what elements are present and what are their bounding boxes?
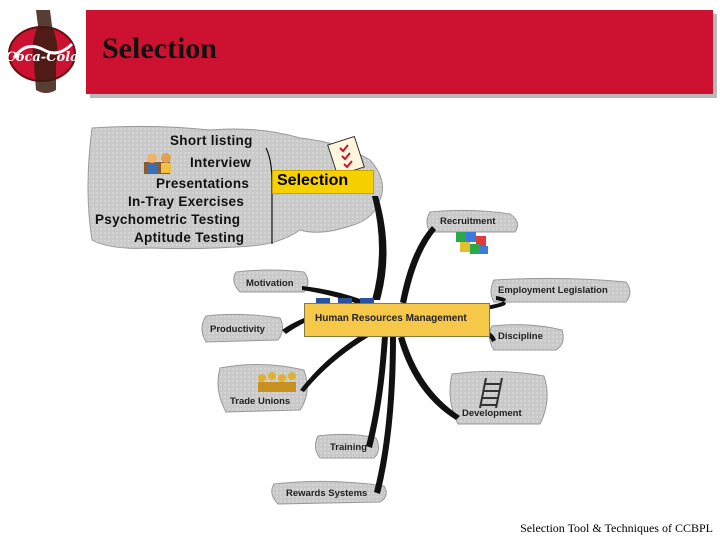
branch-discipline: Discipline <box>498 331 543 342</box>
item-aptitude-testing: Aptitude Testing <box>134 230 245 245</box>
title-bar: Selection <box>86 10 713 94</box>
productivity-cloud <box>201 313 284 343</box>
item-short-listing: Short listing <box>170 133 253 148</box>
hrm-center-node: Human Resources Management <box>304 303 490 337</box>
branch-rewards-systems: Rewards Systems <box>286 488 368 499</box>
puzzle-icon <box>456 232 488 254</box>
interview-people-icon <box>144 153 171 174</box>
item-interview: Interview <box>190 155 252 170</box>
item-presentations: Presentations <box>156 176 250 191</box>
item-psychometric-testing: Psychometric Testing <box>95 212 241 227</box>
selection-node: Selection <box>272 170 374 194</box>
branch-trade-unions: Trade Unions <box>230 396 291 407</box>
branch-employment-legislation: Employment Legislation <box>498 285 608 296</box>
selection-node-label: Selection <box>277 172 349 189</box>
branch-development: Development <box>462 408 522 419</box>
mind-map-connectors <box>282 196 506 494</box>
ladder-icon <box>479 377 503 409</box>
discipline-cloud <box>488 324 564 351</box>
branch-motivation: Motivation <box>246 278 294 289</box>
recruitment-cloud <box>426 209 519 233</box>
slide-footer: Selection Tool & Techniques of CCBPL <box>520 521 713 535</box>
employment-legislation-cloud <box>490 277 631 303</box>
branch-productivity: Productivity <box>210 324 265 335</box>
training-cloud <box>314 433 380 459</box>
rewards-systems-cloud <box>271 480 387 505</box>
hrm-center-label: Human Resources Management <box>315 313 467 324</box>
motivation-cloud <box>233 269 309 293</box>
branch-training: Training <box>330 442 367 453</box>
crowd-icon <box>258 372 296 392</box>
branch-recruitment: Recruitment <box>440 216 496 227</box>
logo-wordmark: Coca-Cola <box>6 50 79 65</box>
item-in-tray-exercises: In-Tray Exercises <box>128 194 245 209</box>
slide-title: Selection <box>102 32 217 65</box>
hrm-tabs <box>316 298 374 304</box>
coca-cola-logo: Coca-Cola <box>5 4 82 96</box>
